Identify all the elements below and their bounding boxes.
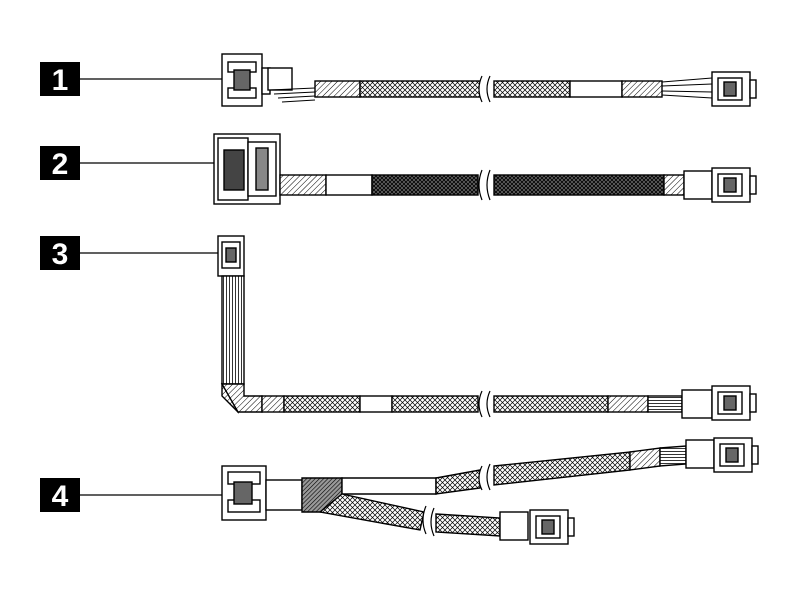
cable-3-top-connector bbox=[217, 235, 245, 277]
cable-1 bbox=[221, 53, 757, 107]
cable-3 bbox=[217, 235, 757, 421]
cable-4-upper-right-connector bbox=[713, 437, 759, 473]
cable-4-lower-right-connector bbox=[529, 509, 575, 545]
callout-4-label: 4 bbox=[52, 480, 69, 513]
cable-4-left-connector bbox=[221, 465, 267, 521]
cable-1-right-connector bbox=[711, 71, 757, 107]
cable-3-right-connector bbox=[711, 385, 757, 421]
callout-4: 4 bbox=[40, 478, 222, 513]
callout-2: 2 bbox=[40, 146, 214, 181]
cable-1-left-connector bbox=[221, 53, 271, 107]
cable-1-break-mark bbox=[478, 75, 491, 103]
cable-1-adapter bbox=[267, 67, 293, 91]
callout-2-label: 2 bbox=[52, 148, 69, 181]
cable-4-adapter bbox=[265, 479, 303, 511]
callout-3-label: 3 bbox=[52, 238, 69, 271]
callout-1-label: 1 bbox=[52, 64, 69, 97]
cable-4-upper-break-mark bbox=[478, 463, 491, 491]
cable-4-lower-break-mark bbox=[422, 505, 435, 537]
cable-2-left-connector bbox=[213, 133, 281, 205]
cable-2-right-connector bbox=[711, 167, 757, 203]
cable-2-break-mark bbox=[478, 169, 491, 201]
callout-1: 1 bbox=[40, 62, 222, 97]
cable-2 bbox=[213, 133, 757, 205]
cable-3-break-mark bbox=[478, 390, 491, 418]
cable-4 bbox=[221, 437, 759, 545]
callout-3: 3 bbox=[40, 236, 218, 271]
